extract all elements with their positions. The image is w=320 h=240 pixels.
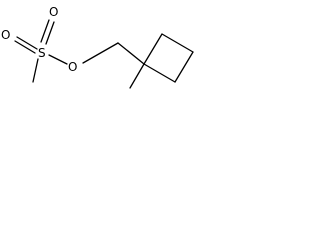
bond-methyl-sulfur [32, 58, 39, 83]
bond-methylene-ring [117, 42, 145, 65]
oxygen-left-label: O [1, 28, 10, 42]
bond-sulfur-oxygen-left-1 [16, 36, 38, 50]
chemical-structure: S O O O [1, 5, 194, 89]
bond-sulfur-oxygen-top-1 [45, 21, 55, 45]
ring-bond-top [161, 33, 194, 53]
oxygen-top-label: O [49, 5, 58, 19]
ring-bond-bottom [143, 63, 176, 83]
bond-sulfur-oxygen-top-2 [40, 19, 50, 43]
bond-sulfur-oxygen-bridge [48, 54, 68, 65]
bond-ring-methyl [129, 63, 145, 89]
ring-bond-right [174, 51, 194, 83]
oxygen-bridge-label: O [68, 60, 77, 74]
bond-oxygen-methylene [82, 42, 119, 64]
bond-sulfur-oxygen-left-2 [14, 40, 36, 54]
ring-bond-top-left [143, 33, 163, 65]
sulfur-atom-label: S [38, 46, 46, 60]
